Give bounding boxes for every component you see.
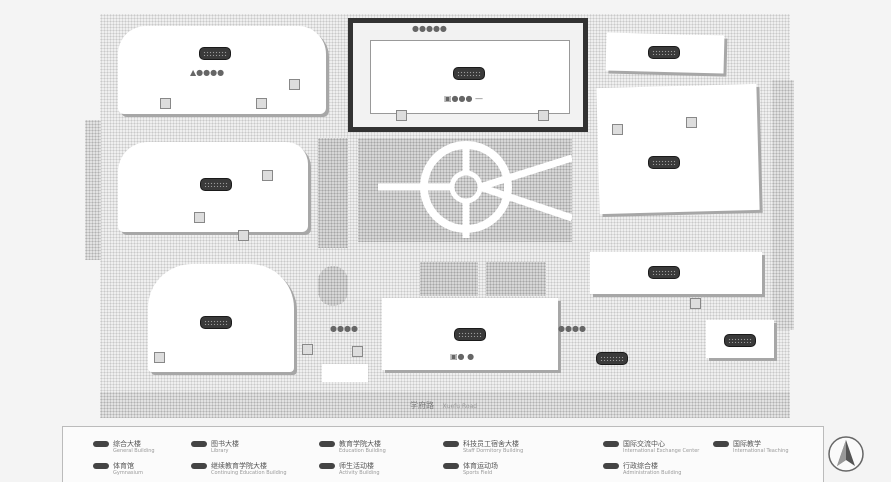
plaza-path-east-2: [478, 183, 572, 222]
service-area: [420, 262, 478, 296]
entrance-marker: [160, 98, 171, 109]
legend-swatch: [191, 463, 207, 469]
building-caption: ●●●●: [558, 324, 586, 333]
north-arrow-icon: [828, 436, 864, 472]
entrance-marker: [256, 98, 267, 109]
west-road: [85, 120, 101, 260]
building-caption: ●●●●●: [412, 24, 447, 33]
legend-swatch: [603, 441, 619, 447]
building-small-annex[interactable]: [322, 364, 368, 382]
building-label-chip: [648, 266, 680, 279]
service-area: [486, 262, 546, 296]
building-caption: ▣● ●: [450, 352, 475, 361]
legend-swatch: [443, 441, 459, 447]
entrance-marker: [238, 230, 249, 241]
east-road: [772, 80, 794, 330]
building-right-large[interactable]: [596, 83, 760, 215]
entrance-marker: [289, 79, 300, 90]
legend-swatch: [713, 441, 729, 447]
service-area: [318, 266, 348, 306]
entrance-marker: [538, 110, 549, 121]
building-label-chip: [648, 46, 680, 59]
entrance-marker: [154, 352, 165, 363]
building-top-left[interactable]: [118, 26, 326, 114]
entrance-marker: [352, 346, 363, 357]
building-label-chip: [200, 316, 232, 329]
building-label-chip: [454, 328, 486, 341]
building-label-chip: [724, 334, 756, 347]
plaza-path-east: [478, 154, 572, 191]
building-label-chip: [200, 178, 232, 191]
service-area: [318, 138, 348, 248]
building-label-chip: [199, 47, 231, 60]
legend-swatch: [93, 463, 109, 469]
entrance-marker: [396, 110, 407, 121]
plaza-inner-ring: [449, 170, 483, 204]
building-label-chip: [453, 67, 485, 80]
building-label-chip: [596, 352, 628, 365]
legend-swatch: [93, 441, 109, 447]
entrance-marker: [690, 298, 701, 309]
south-road: [100, 392, 790, 418]
building-caption: ▣●●● —: [444, 94, 484, 103]
legend-swatch: [603, 463, 619, 469]
entrance-marker: [194, 212, 205, 223]
legend-swatch: [443, 463, 459, 469]
building-caption: ▲●●●●: [190, 68, 225, 77]
entrance-marker: [686, 117, 697, 128]
legend-swatch: [319, 441, 335, 447]
plaza-roundabout: [378, 141, 572, 238]
legend-swatch: [191, 441, 207, 447]
entrance-marker: [612, 124, 623, 135]
building-caption: ●●●●: [330, 324, 358, 333]
building-label-chip: [648, 156, 680, 169]
legend-swatch: [319, 463, 335, 469]
entrance-marker: [302, 344, 313, 355]
entrance-marker: [262, 170, 273, 181]
south-road-label: 学府路 Xuefu Road: [410, 401, 478, 410]
